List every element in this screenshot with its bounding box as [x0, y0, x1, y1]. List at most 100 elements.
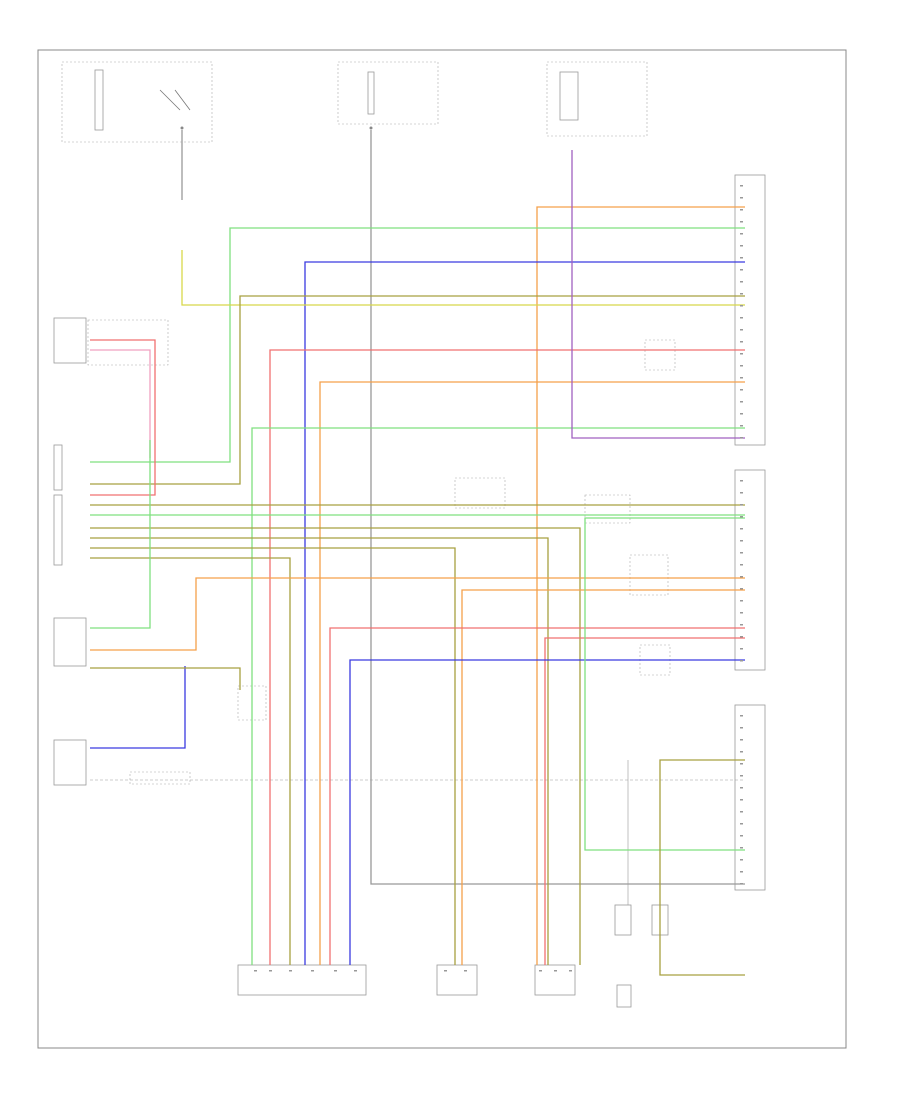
- top-left-fuse-box: [61, 61, 213, 143]
- pin-mark-5: [740, 233, 743, 235]
- right-connector-bottom: [734, 704, 766, 891]
- wire-olive-12: [90, 527, 581, 965]
- pin-mark-57: [311, 970, 314, 972]
- pin-mark-58: [334, 970, 337, 972]
- pin-mark-20: [740, 413, 743, 415]
- wire-red-19: [544, 637, 745, 965]
- bottom-left-sensor-box: [53, 739, 191, 786]
- pin-mark-26: [740, 516, 743, 518]
- pin-mark-21: [740, 425, 743, 427]
- pin-mark-42: [740, 751, 743, 753]
- pin-mark-28: [740, 540, 743, 542]
- pin-mark-14: [740, 341, 743, 343]
- pin-mark-3: [740, 209, 743, 211]
- pin-mark-62: [539, 970, 542, 972]
- pin-mark-37: [740, 648, 743, 650]
- pin-mark-8: [740, 269, 743, 271]
- pin-mark-60: [444, 970, 447, 972]
- wire-green-26: [90, 440, 151, 629]
- pin-mark-49: [740, 835, 743, 837]
- pin-mark-43: [740, 763, 743, 765]
- pin-mark-32: [740, 588, 743, 590]
- pin-mark-4: [740, 221, 743, 223]
- wire-pink-25: [90, 349, 151, 458]
- pin-mark-44: [740, 775, 743, 777]
- connector-pin-marks: [254, 185, 743, 972]
- pin-mark-15: [740, 353, 743, 355]
- pin-mark-29: [740, 552, 743, 554]
- pin-mark-41: [740, 739, 743, 741]
- wire-red-18: [329, 627, 745, 965]
- pin-mark-18: [740, 389, 743, 391]
- pin-mark-52: [740, 871, 743, 873]
- left-module-box: [53, 317, 169, 366]
- pin-mark-45: [740, 787, 743, 789]
- pin-mark-7: [740, 257, 743, 259]
- pin-mark-46: [740, 799, 743, 801]
- pin-mark-40: [740, 727, 743, 729]
- pin-mark-24: [740, 492, 743, 494]
- wire-olive-27: [90, 667, 241, 690]
- wire-olive-14: [90, 547, 456, 965]
- wire-blue-20: [349, 659, 745, 965]
- pin-mark-30: [740, 564, 743, 566]
- top-center-fuse-box: [337, 61, 439, 130]
- wire-green-8: [251, 427, 745, 965]
- top-right-fuse-box: [546, 61, 648, 137]
- pin-mark-33: [740, 600, 743, 602]
- wire-orange-16: [90, 577, 745, 651]
- pin-mark-34: [740, 612, 743, 614]
- pin-mark-19: [740, 401, 743, 403]
- pin-mark-17: [740, 377, 743, 379]
- pin-mark-61: [464, 970, 467, 972]
- wire-violet-9: [571, 150, 745, 439]
- pin-mark-35: [740, 624, 743, 626]
- pin-mark-47: [740, 811, 743, 813]
- pin-mark-9: [740, 281, 743, 283]
- pin-mark-51: [740, 859, 743, 861]
- pin-mark-55: [269, 970, 272, 972]
- center-splice-group: [237, 339, 676, 721]
- pin-mark-53: [740, 883, 743, 885]
- colored-wires: [90, 150, 745, 976]
- right-connector-middle: [734, 469, 766, 671]
- wire-olive-23: [659, 759, 745, 976]
- wire-red-24: [90, 339, 156, 496]
- combination-meter-box: [53, 617, 87, 667]
- diagram-frame: [37, 49, 847, 1049]
- pin-mark-1: [740, 185, 743, 187]
- wire-blue-21: [90, 666, 186, 749]
- wire-olive-13: [90, 537, 549, 965]
- wire-orange-17: [461, 589, 745, 965]
- wire-green-22: [584, 517, 745, 851]
- bottom-connector-left: [237, 964, 367, 996]
- bottom-connector-right: [534, 964, 576, 996]
- pin-mark-6: [740, 245, 743, 247]
- wire-olive-5: [90, 295, 745, 485]
- wire-orange-1: [536, 206, 745, 965]
- pin-mark-2: [740, 197, 743, 199]
- pin-mark-64: [569, 970, 572, 972]
- pin-mark-31: [740, 576, 743, 578]
- pin-mark-13: [740, 329, 743, 331]
- wire-orange-7: [319, 381, 745, 965]
- wire-green-2: [90, 227, 745, 463]
- pin-mark-54: [254, 970, 257, 972]
- pin-mark-50: [740, 847, 743, 849]
- pin-mark-10: [740, 293, 743, 295]
- pin-mark-38: [740, 660, 743, 662]
- right-connector-top: [734, 174, 766, 446]
- pin-mark-56: [289, 970, 292, 972]
- pin-mark-27: [740, 528, 743, 530]
- wire-blue-3: [304, 261, 745, 965]
- pin-mark-48: [740, 823, 743, 825]
- pin-mark-25: [740, 504, 743, 506]
- black-wires: [90, 130, 745, 905]
- wire-yellow-4: [181, 250, 745, 306]
- pin-mark-11: [740, 305, 743, 307]
- pin-mark-23: [740, 480, 743, 482]
- pin-mark-12: [740, 317, 743, 319]
- pin-mark-36: [740, 636, 743, 638]
- pin-mark-16: [740, 365, 743, 367]
